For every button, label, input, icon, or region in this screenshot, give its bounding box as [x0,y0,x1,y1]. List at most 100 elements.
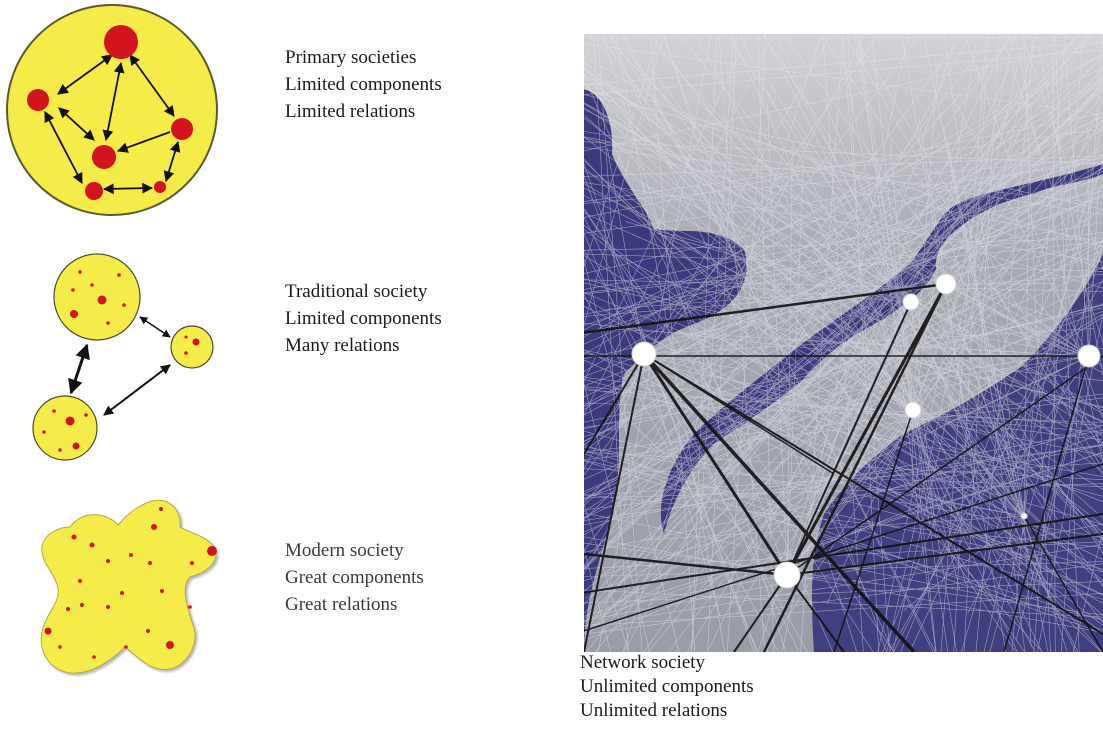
primary-relation-arrow [57,54,113,95]
network-link-light [584,137,1103,289]
network-link-light [819,479,1025,517]
network-link-light [1023,34,1051,652]
network-link-light [584,34,750,383]
network-link-light [786,146,793,576]
network-link-light [769,82,1025,517]
network-link-light [1036,34,1103,377]
network-link-light [625,221,912,303]
network-link-light [989,243,1103,652]
component-dot [117,273,121,277]
primary-relation-arrow [102,61,125,142]
network-link-light [584,34,1092,570]
network-link-light [584,494,1103,548]
caption-line: Traditional society [285,281,428,302]
network-hub-node [773,561,801,589]
network-link-light [584,209,1103,518]
network-link-light [1021,34,1103,270]
network-link-light [912,409,969,540]
network-hub-node [631,341,657,367]
network-link-dark [786,355,1103,576]
network-link-light [599,34,1026,652]
network-link-light [584,462,1103,496]
component-dot [44,627,52,635]
network-link-light [793,355,1090,401]
network-link-light [597,34,643,652]
network-link-light [584,94,1103,210]
network-link-dark [584,513,1103,594]
primary-relation-arrow [129,54,175,117]
component-dot [89,542,95,548]
network-link-light [584,187,1103,423]
network-link-light [584,241,1103,295]
network-link-light [584,402,1103,423]
network-link-light [584,102,1103,415]
modern-society-diagram [40,499,217,674]
network-link-light [584,224,1103,626]
component-dot [184,351,188,355]
network-link-light [584,128,1103,202]
network-link-light [912,42,977,411]
network-link-dark [786,301,912,576]
network-link-light [658,316,914,411]
network-link-light [597,34,712,652]
component-dot [106,605,110,609]
component-dot [42,430,46,434]
component-dot [78,270,82,274]
network-link-light [584,544,1103,627]
network-link-dark [786,574,845,652]
network-link-light [1064,46,1090,357]
network-link-light [786,270,918,576]
network-link-light [584,228,1103,634]
primary-societies-diagram [6,4,218,216]
caption-line: Unlimited relations [580,700,728,721]
network-link-light [786,532,876,576]
network-link-light [808,301,912,427]
network-link-light [686,34,1058,652]
network-link-light [670,355,1090,444]
primary-component-node [85,182,103,200]
network-link-light [859,131,1025,517]
network-link-light [584,307,1103,423]
network-link-light [945,283,977,500]
network-link-light [584,43,1103,115]
component-dot [66,607,70,611]
network-link-light [584,67,1103,652]
network-link-light [912,409,1021,447]
community-circle [170,325,214,369]
primary-component-node [27,89,49,111]
network-link-light [584,160,1102,652]
network-link-light [602,34,786,652]
primary-relation-arrow [102,182,154,195]
network-link-light [584,376,1103,441]
network-link-light [693,97,912,303]
network-link-dark [584,282,947,334]
hub-nodes-layer [631,273,1101,589]
network-link-dark [733,574,788,652]
network-link-light [758,34,774,652]
network-link-light [584,34,1017,504]
primary-component-node [104,25,138,59]
primary-component-node [92,145,116,169]
network-link-light [615,34,726,652]
caption-line: Modern society [285,540,404,561]
network-link-light [584,547,611,652]
primary-component-node [171,118,193,140]
network-link-light [912,122,1023,411]
network-link-light [584,196,1103,387]
network-hub-node [904,401,922,419]
network-link-light [593,34,629,652]
network-link-light [765,117,1103,652]
traditional-society-diagram [32,253,214,461]
community-circle [32,395,98,461]
network-link-light [786,197,922,576]
network-link-light [1087,128,1090,357]
network-link-light [940,34,987,652]
network-link-light [1037,311,1103,652]
primary-relation-arrow [116,131,171,153]
caption-line: Great components [285,567,424,588]
network-link-light [1011,34,1066,652]
network-link-light [790,111,912,303]
network-link-light [584,387,1103,477]
caption-line: Limited components [285,74,442,95]
component-dot [65,416,75,426]
